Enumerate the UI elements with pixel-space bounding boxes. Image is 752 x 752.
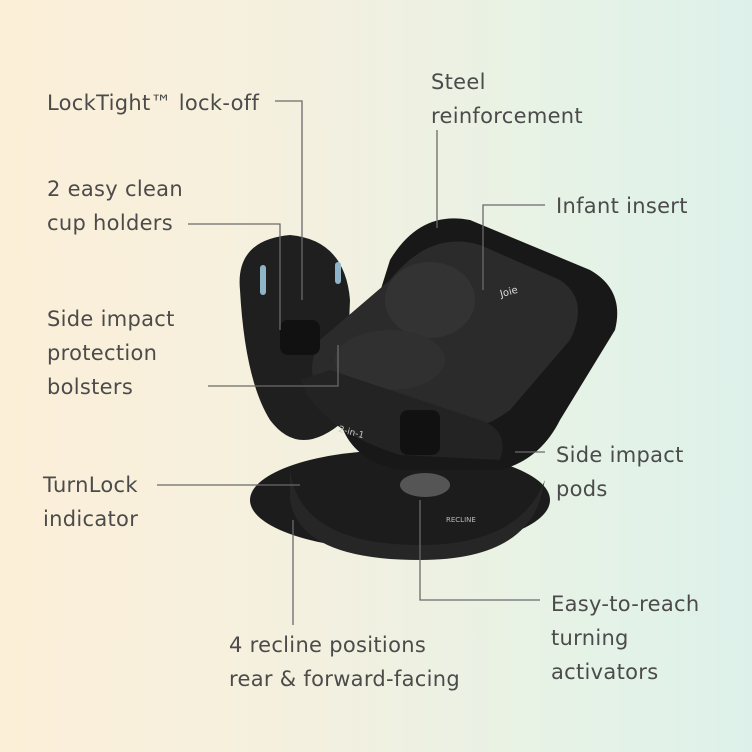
- line: protection: [47, 341, 158, 365]
- line: turning: [551, 626, 629, 650]
- callout-locktight: LockTight™ lock-off: [47, 91, 260, 115]
- callout-infant-insert: Infant insert: [556, 194, 688, 218]
- callout-pods: Side impact pods: [556, 438, 684, 506]
- callout-activators: Easy-to-reach turning activators: [551, 587, 699, 689]
- line: cup holders: [47, 211, 173, 235]
- line: pods: [556, 477, 608, 501]
- callout-cup-holders: 2 easy clean cup holders: [47, 172, 183, 240]
- car-seat: [239, 218, 618, 560]
- line: activators: [551, 660, 659, 684]
- callout-steel: Steel reinforcement: [431, 65, 583, 133]
- line: rear & forward-facing: [229, 667, 460, 691]
- callout-bolsters: Side impact protection bolsters: [47, 302, 175, 404]
- recline-button: RECLINE: [446, 516, 476, 524]
- line: Side impact: [556, 443, 684, 467]
- line: reinforcement: [431, 104, 583, 128]
- line: 2 easy clean: [47, 177, 183, 201]
- line: bolsters: [47, 375, 134, 399]
- leader-lines: [157, 100, 545, 625]
- line: Steel: [431, 70, 486, 94]
- line: Side impact: [47, 307, 175, 331]
- callout-turnlock: TurnLock indicator: [43, 468, 138, 536]
- line: TurnLock: [43, 473, 138, 497]
- callout-recline: 4 recline positions rear & forward-facing: [229, 628, 460, 696]
- line: 4 recline positions: [229, 633, 427, 657]
- line: indicator: [43, 507, 139, 531]
- line: Easy-to-reach: [551, 592, 700, 616]
